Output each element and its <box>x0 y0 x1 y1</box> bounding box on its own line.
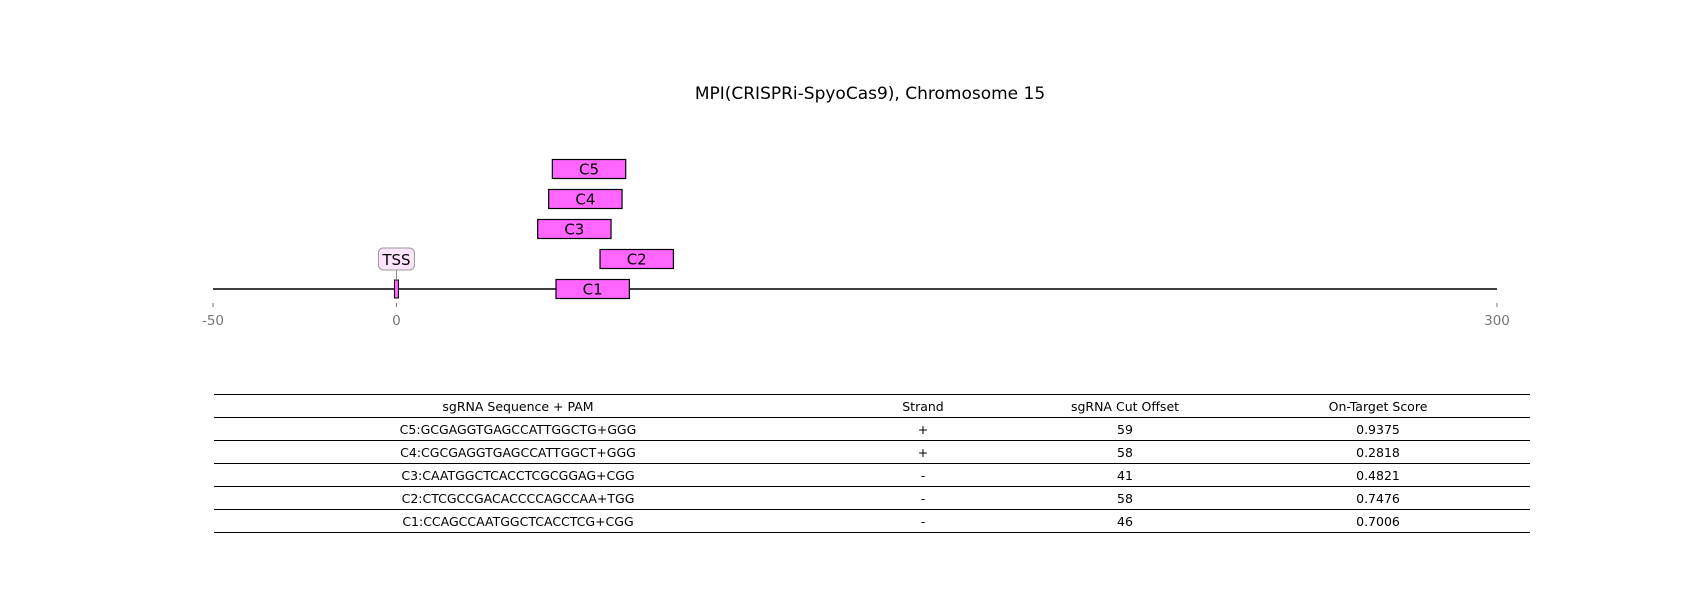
guide-label-c1: C1 <box>583 281 603 299</box>
header-sequence: sgRNA Sequence + PAM <box>214 394 822 418</box>
cell-sequence: C3:CAATGGCTCACCTCGCGGAG+CGG <box>214 463 822 487</box>
cell-cut-offset: 58 <box>1024 440 1226 464</box>
cell-cut-offset: 46 <box>1024 509 1226 533</box>
table-row: C5:GCGAGGTGAGCCATTGGCTG+GGG + 59 0.9375 <box>214 417 1530 441</box>
guide-label-c5: C5 <box>579 161 599 179</box>
guide-box-c3 <box>537 218 612 240</box>
cell-sequence: C4:CGCGAGGTGAGCCATTGGCT+GGG <box>214 440 822 464</box>
guide-label-c3: C3 <box>564 221 584 239</box>
tss-label-box <box>377 247 415 271</box>
cell-sequence: C1:CCAGCCAATGGCTCACCTCG+CGG <box>214 509 822 533</box>
header-cut-offset: sgRNA Cut Offset <box>1024 394 1226 418</box>
cell-score: 0.9375 <box>1226 417 1530 441</box>
cell-strand: - <box>822 486 1024 510</box>
table-row: C4:CGCGAGGTGAGCCATTGGCT+GGG + 58 0.2818 <box>214 440 1530 464</box>
cell-cut-offset: 58 <box>1024 486 1226 510</box>
cell-strand: - <box>822 509 1024 533</box>
cell-score: 0.2818 <box>1226 440 1530 464</box>
guide-label-c4: C4 <box>575 191 595 209</box>
header-score: On-Target Score <box>1226 394 1530 418</box>
cell-strand: + <box>822 417 1024 441</box>
cell-cut-offset: 59 <box>1024 417 1226 441</box>
guide-label-c2: C2 <box>627 251 647 269</box>
table-row: C1:CCAGCCAATGGCTCACCTCG+CGG - 46 0.7006 <box>214 509 1530 533</box>
guide-box-c5 <box>551 158 627 180</box>
cell-sequence: C5:GCGAGGTGAGCCATTGGCTG+GGG <box>214 417 822 441</box>
cell-strand: - <box>822 463 1024 487</box>
cell-score: 0.7476 <box>1226 486 1530 510</box>
chart-title: MPI(CRISPRi-SpyoCas9), Chromosome 15 <box>695 84 1045 104</box>
track-plot: -50 0 300 TSS C1 C2 C3 C4 C5 <box>202 158 1510 329</box>
x-tick-label: 300 <box>1484 313 1510 329</box>
x-tick-label: -50 <box>202 313 224 329</box>
x-tick-label: 0 <box>392 313 401 329</box>
tss-marker <box>393 279 399 299</box>
tss-label: TSS <box>381 251 410 269</box>
cell-sequence: C2:CTCGCCGACACCCCAGCCAA+TGG <box>214 486 822 510</box>
cell-cut-offset: 41 <box>1024 463 1226 487</box>
cell-score: 0.4821 <box>1226 463 1530 487</box>
guide-box-c2 <box>599 248 675 270</box>
cell-strand: + <box>822 440 1024 464</box>
table-header-row: sgRNA Sequence + PAM Strand sgRNA Cut Of… <box>214 394 1530 418</box>
guide-box-c1 <box>555 278 630 300</box>
table-row: C3:CAATGGCTCACCTCGCGGAG+CGG - 41 0.4821 <box>214 463 1530 487</box>
header-strand: Strand <box>822 394 1024 418</box>
guide-box-c4 <box>548 188 623 210</box>
cell-score: 0.7006 <box>1226 509 1530 533</box>
sgrna-table: sgRNA Sequence + PAM Strand sgRNA Cut Of… <box>214 394 1530 533</box>
table-row: C2:CTCGCCGACACCCCAGCCAA+TGG - 58 0.7476 <box>214 486 1530 510</box>
